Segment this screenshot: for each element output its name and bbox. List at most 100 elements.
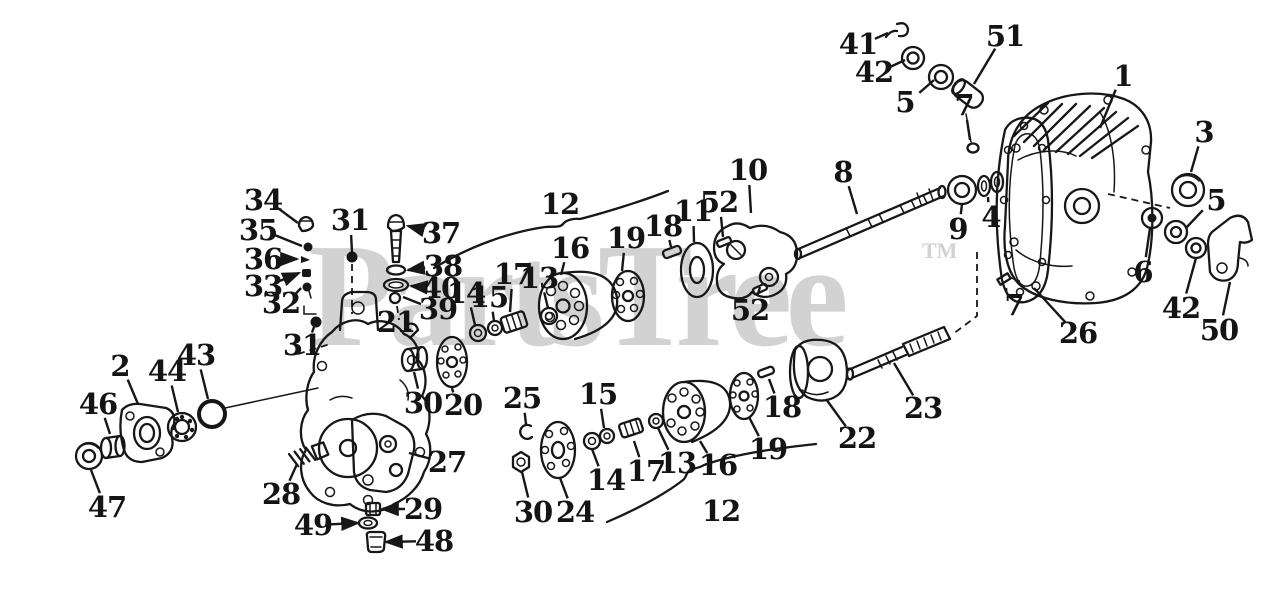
leader-10 xyxy=(748,184,753,214)
leader-15 xyxy=(599,408,606,429)
part-swashplate-27 xyxy=(350,412,416,494)
leader-44 xyxy=(170,385,180,413)
leader-48 xyxy=(383,534,417,549)
leader-17 xyxy=(508,288,513,313)
leader-37 xyxy=(405,223,427,238)
part-disc-11 xyxy=(679,241,715,299)
leader-18 xyxy=(668,239,673,248)
leader-47 xyxy=(89,469,102,494)
part-bearing-9 xyxy=(946,174,978,206)
part-spring-screw-28 xyxy=(287,441,330,468)
leader-42 xyxy=(890,58,906,68)
bracket-12-upper xyxy=(432,189,670,270)
part-plate-20 xyxy=(435,335,469,389)
leader-30 xyxy=(520,471,530,498)
leader-32 xyxy=(294,287,302,295)
part-pin-33 xyxy=(302,269,311,277)
leader-13 xyxy=(656,427,670,451)
leader-52 xyxy=(756,286,762,297)
part-lever-50 xyxy=(1206,214,1254,282)
part-screw-41 xyxy=(884,22,910,39)
leader-49 xyxy=(330,516,361,531)
part-ring-47 xyxy=(74,441,104,471)
part-plate-19b xyxy=(728,371,760,421)
part-nut-42-right xyxy=(1184,236,1208,260)
part-bearing-44 xyxy=(166,411,198,443)
part-pin-7-right xyxy=(996,272,1021,286)
part-ball-31-lower xyxy=(310,316,322,328)
leader-19 xyxy=(747,416,760,437)
leader-28 xyxy=(288,463,299,482)
part-valve-37 xyxy=(386,213,406,264)
leader-14 xyxy=(590,448,600,467)
part-flange-2 xyxy=(119,402,176,464)
leader-14 xyxy=(469,307,477,326)
part-main-housing xyxy=(1003,92,1154,305)
part-washers-4 xyxy=(976,170,1005,198)
leader-16 xyxy=(559,261,566,276)
part-ball-35 xyxy=(303,242,313,252)
leader-6 xyxy=(1144,227,1152,258)
leader-22 xyxy=(825,398,847,428)
part-cap-34 xyxy=(297,215,315,233)
part-plug-51 xyxy=(951,78,985,109)
leader-15 xyxy=(491,311,496,322)
part-cylinder-block-16a xyxy=(537,270,619,341)
leader-42 xyxy=(1185,257,1198,294)
part-pump-body xyxy=(299,290,432,513)
leader-51 xyxy=(972,47,997,85)
leader-38 xyxy=(405,260,426,275)
part-input-shaft-8 xyxy=(793,184,947,261)
part-nut-30-bottom xyxy=(511,450,531,474)
part-trunnion-10 xyxy=(712,222,799,300)
leader-26 xyxy=(1033,287,1067,324)
leader-46 xyxy=(103,417,112,435)
part-key-52a xyxy=(751,282,769,296)
part-washer-14a xyxy=(468,323,488,343)
leader-8 xyxy=(847,185,859,215)
part-cone-36 xyxy=(301,256,310,263)
part-washer-5-top xyxy=(927,63,955,91)
leader-7 xyxy=(965,119,972,141)
part-plate-19a xyxy=(610,269,646,323)
leader-5 xyxy=(1185,209,1204,229)
part-oring-43 xyxy=(197,399,227,429)
part-plate-24 xyxy=(539,420,577,480)
part-pin-18a xyxy=(661,244,683,260)
watermark-tm: TM xyxy=(922,238,958,263)
leader-31 xyxy=(349,234,354,253)
part-ring-38 xyxy=(385,264,407,276)
part-piston-17a xyxy=(499,310,529,334)
leader-18 xyxy=(767,378,776,394)
part-ring-39 xyxy=(388,291,402,305)
leader-50 xyxy=(1221,281,1232,316)
part-washer-15a xyxy=(486,319,504,337)
leader-31 xyxy=(310,326,316,333)
part-washer-14b xyxy=(582,431,602,451)
leader-34 xyxy=(277,207,299,224)
leader-1 xyxy=(1098,89,1117,129)
line-43-to-body xyxy=(224,387,319,409)
part-cam-22 xyxy=(788,338,849,402)
leader-19 xyxy=(620,252,625,272)
part-oring-42-top xyxy=(900,45,926,71)
leader-25 xyxy=(523,412,528,425)
leader-43 xyxy=(199,369,210,400)
part-cylinder-block-16b xyxy=(661,379,732,444)
part-plug-6 xyxy=(1140,206,1164,230)
leader-39 xyxy=(402,295,422,306)
bracket-12-lower xyxy=(605,442,818,524)
part-washer-15b xyxy=(598,427,616,445)
leader-27 xyxy=(408,451,430,460)
leader-52 xyxy=(719,216,725,238)
leader-3 xyxy=(1189,145,1200,173)
part-washer-49 xyxy=(357,516,379,530)
leader-16 xyxy=(698,440,709,454)
leader-24 xyxy=(558,477,569,499)
part-pin-32 xyxy=(302,282,317,315)
part-clip-25 xyxy=(519,423,534,440)
leader-35 xyxy=(274,233,303,248)
leader-lines xyxy=(89,31,1232,549)
